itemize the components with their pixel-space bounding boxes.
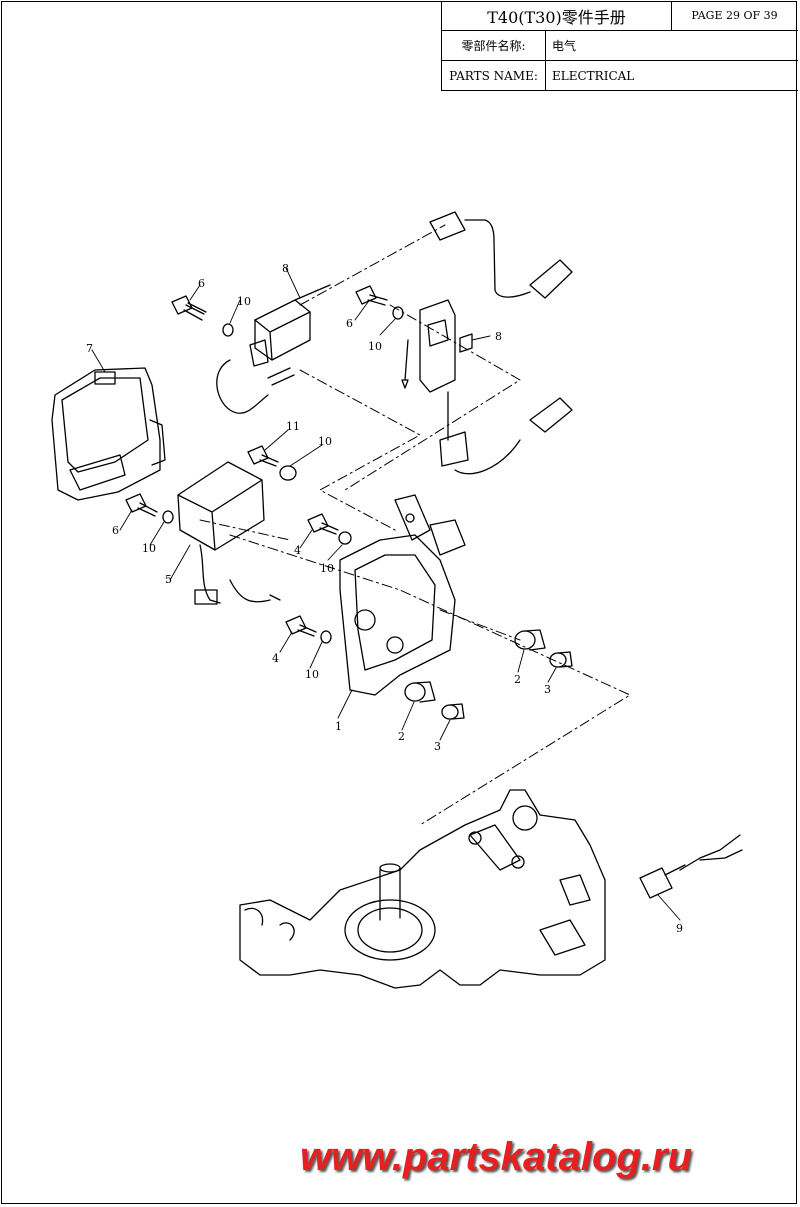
title-block: T40(T30)零件手册 PAGE 29 OF 39 零部件名称: 电气 PAR… <box>441 1 798 91</box>
callout-9: 9 <box>676 922 683 935</box>
part-name-label-en: PARTS NAME: <box>442 61 546 90</box>
electrical-bracket <box>339 494 466 696</box>
callout-10-top-right: 10 <box>368 340 382 353</box>
washers <box>162 306 404 644</box>
callout-11: 11 <box>286 420 300 433</box>
callout-6-top: 6 <box>198 277 205 290</box>
bolt-4-upper <box>307 513 339 535</box>
bolt-4-lower <box>285 615 317 637</box>
grommet-2-lower <box>404 681 436 703</box>
sensor-9 <box>639 834 743 899</box>
part-name-label-cn: 零部件名称: <box>442 31 546 60</box>
page-number: PAGE 29 OF 39 <box>691 9 778 22</box>
part-name-value-cn: 电气 <box>552 39 577 53</box>
part-name-cn-row: 零部件名称: 电气 <box>442 31 798 61</box>
callout-10-middle: 10 <box>318 435 332 448</box>
bolt-6-top <box>171 295 207 321</box>
bolt-6-left <box>125 493 158 517</box>
part-name-en-row: PARTS NAME: ELECTRICAL <box>442 61 798 90</box>
callout-10-top-left: 10 <box>237 295 251 308</box>
callout-10-bracket-upper: 10 <box>320 562 334 575</box>
bolt-6-right <box>355 285 388 306</box>
grommet-2-right <box>514 629 546 651</box>
callout-5: 5 <box>165 573 172 586</box>
callout-4-lower: 4 <box>272 652 279 665</box>
ignition-coil-left <box>216 284 331 414</box>
callout-8-left: 8 <box>282 262 289 275</box>
collar-3-right <box>549 651 573 668</box>
callout-10-left: 10 <box>142 542 156 555</box>
callout-4-upper: 4 <box>294 544 301 557</box>
part-name-value-en: ELECTRICAL <box>552 68 635 83</box>
callout-2-right: 2 <box>514 673 521 686</box>
callout-6-left: 6 <box>112 524 119 537</box>
callout-6-right: 6 <box>346 317 353 330</box>
engine-block <box>239 789 606 989</box>
title-row: T40(T30)零件手册 PAGE 29 OF 39 <box>442 1 798 31</box>
collar-3-lower <box>441 703 465 720</box>
regulator-unit <box>177 461 281 605</box>
spark-plug-wire <box>429 211 573 299</box>
callout-3-right: 3 <box>544 683 551 696</box>
manual-title: T40(T30)零件手册 <box>442 1 672 30</box>
site-watermark: www.partskatalog.ru <box>300 1135 692 1179</box>
control-unit-cover <box>51 367 166 501</box>
callout-7: 7 <box>86 342 93 355</box>
callout-3-lower: 3 <box>434 740 441 753</box>
callout-1: 1 <box>335 720 342 733</box>
ignition-coil-right <box>401 299 573 475</box>
callout-leaders <box>91 267 681 921</box>
callout-8-right: 8 <box>495 330 502 343</box>
callout-2-lower: 2 <box>398 730 405 743</box>
callout-numbers: 6 10 8 7 6 10 8 11 10 6 10 5 4 10 4 10 1… <box>86 262 683 935</box>
callout-10-bracket-lower: 10 <box>305 668 319 681</box>
bolt-11 <box>247 445 279 467</box>
